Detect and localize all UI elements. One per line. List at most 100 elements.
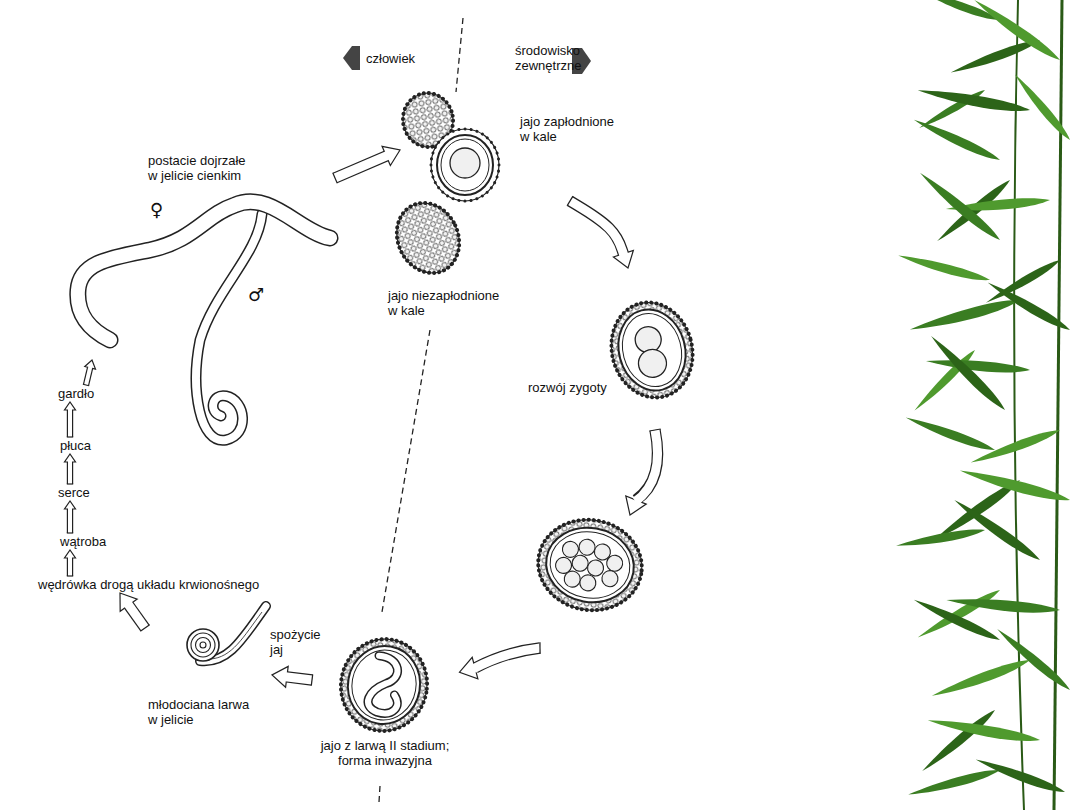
fertilized-egg-stage: jajo zapłodnione w kale (400, 90, 625, 201)
cycle-arrow (65, 402, 76, 437)
region-label: człowiek (366, 51, 436, 66)
arrow-tail (67, 575, 73, 576)
arrow-tail (311, 674, 312, 685)
bamboo-leaf (1012, 72, 1073, 143)
organ-step: wątroba (58, 533, 108, 550)
bamboo-leaf (951, 496, 1042, 564)
two-cell-egg (601, 293, 703, 406)
arrow-shaft (68, 557, 72, 577)
egg-shell (601, 293, 703, 406)
arrow-tail (567, 196, 573, 206)
bamboo-leaf (958, 466, 1071, 506)
adult-worms (78, 202, 330, 441)
cycle-arrow (65, 454, 76, 484)
blastomere (635, 346, 669, 380)
infective-egg-stage: jajo z larwą II stadium; forma inwazyjna (312, 630, 460, 778)
unfertilized-egg-stage: jajo niezapłodnione w kale (385, 203, 535, 325)
stage-label: płuca (60, 438, 91, 453)
bamboo-leaf (895, 526, 985, 550)
bamboo-leaf (917, 85, 1031, 115)
stage-label: wątroba (60, 534, 106, 549)
arrow-tail (67, 532, 73, 533)
stage-label: postacie dojrzałe w jelicie cienkim (148, 153, 252, 183)
larva (366, 655, 405, 716)
cycle-arrow (272, 666, 313, 687)
bamboo-leaf (912, 596, 1002, 644)
cycle-arrow (83, 360, 96, 386)
blastomere (601, 569, 620, 588)
arrow-shaft (68, 508, 72, 534)
egg-shell (437, 135, 493, 195)
bamboo-leaf (974, 756, 1066, 797)
egg-shell (540, 521, 640, 609)
bamboo-leaf (907, 766, 1001, 799)
blastomere (578, 538, 597, 557)
blastomere (605, 554, 624, 573)
bamboo-leaf (930, 656, 1032, 701)
egg-shell (431, 129, 499, 201)
stage-label: jajo zapłodnione w kale (520, 114, 620, 144)
unfertilized-egg (386, 193, 471, 284)
larva-coil (187, 629, 219, 661)
arrow-tail (333, 173, 338, 183)
egg-shell (614, 307, 689, 393)
stage-label: młodociana larwa w jelicie (148, 697, 256, 727)
egg-shell (531, 512, 649, 619)
stage-label: rozwój zygoty (528, 380, 628, 395)
egg-shell (334, 632, 435, 738)
region-label: środowisko zewnętrzne (515, 43, 593, 73)
stage-label: serce (58, 485, 90, 500)
arrow-shaft (128, 604, 145, 628)
bamboo-leaf (897, 251, 991, 284)
arrow-shaft (68, 409, 72, 438)
multicell-egg (531, 512, 649, 619)
divider-line (456, 18, 463, 92)
cycle-arrow (120, 593, 150, 631)
female-worm (78, 202, 330, 340)
larva-coil (196, 638, 211, 653)
divider-line (382, 330, 430, 612)
arrow-tail (140, 625, 149, 632)
arrow-tail (67, 436, 73, 437)
bamboo-leaf (909, 295, 1022, 335)
bamboo-leaf (985, 279, 1072, 334)
bamboo-leaf (994, 626, 1073, 694)
egg-shell (545, 526, 635, 605)
divider-line (379, 786, 380, 802)
egg-shell (531, 512, 649, 619)
egg-shell (386, 193, 471, 284)
bamboo-leaf (927, 715, 1041, 745)
zygote-stage: rozwój zygoty (525, 268, 700, 402)
cycle-arrow (65, 501, 76, 533)
stage-label: gardło (58, 386, 94, 401)
stage-arrow (539, 642, 540, 653)
organ-step: gardło (56, 385, 96, 402)
blastomere (579, 574, 598, 593)
arrow-shaft (570, 201, 624, 255)
bamboo-leaf (971, 0, 1062, 64)
egg-shell (342, 640, 426, 729)
blastomere (571, 554, 590, 573)
fertilized-egg (431, 129, 499, 201)
egg-shell (610, 302, 695, 398)
male-worm (196, 214, 262, 440)
larva-coil (200, 642, 206, 648)
bamboo-leaf (935, 177, 1014, 245)
bamboo-leaf (904, 414, 996, 455)
young-larva (187, 606, 266, 661)
egg-shell (334, 632, 435, 738)
sex-symbol: ♂ (248, 285, 264, 305)
larva-coil (191, 633, 215, 657)
edge-label: spożycie jaj (270, 627, 324, 657)
bamboo-decoration (895, 0, 1072, 810)
stage-arrow (649, 429, 660, 431)
direction-arrow (572, 48, 591, 74)
stage-arrow (626, 429, 661, 515)
arrow-tail (83, 384, 89, 385)
stage-arrow (635, 430, 657, 502)
cycle-arrow (567, 196, 633, 268)
